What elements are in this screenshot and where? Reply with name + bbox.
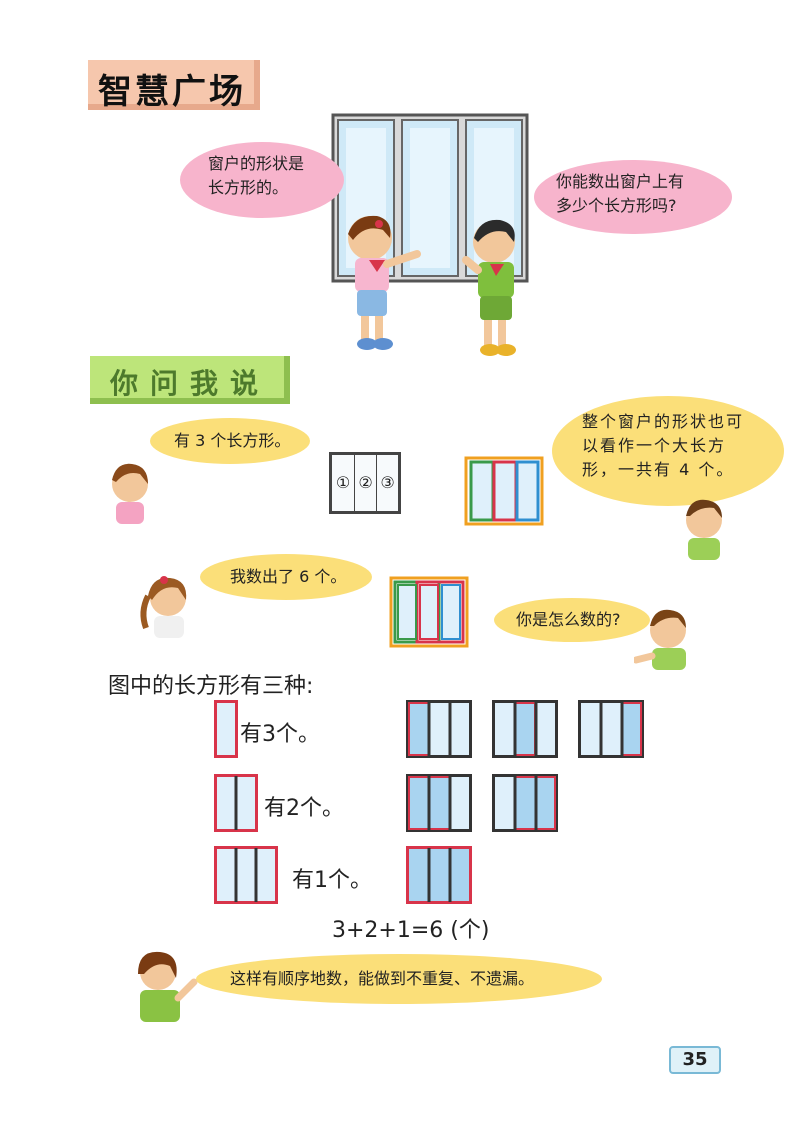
six-rectangle-window [389, 576, 469, 648]
section-title-wisdom-square: 智慧广场 [88, 60, 260, 112]
speech-bubble-four: 整个窗户的形状也可 以看作一个大长方 形，一共有 4 个。 [552, 396, 784, 506]
types-heading: 图中的长方形有三种: [108, 674, 314, 699]
type-row-label-2: 有2个。 [264, 796, 344, 821]
speech-bubble-count-question: 你能数出窗户上有 多少个长方形吗? [534, 160, 732, 234]
teacher-avatar [138, 951, 198, 1022]
bubble-line: 我数出了 6 个。 [230, 567, 347, 586]
girl-avatar-1 [112, 463, 148, 524]
bubble-line: 以看作一个大长方 [582, 436, 727, 455]
speech-bubble-three: 有 3 个长方形。 [150, 418, 310, 464]
shape-single-pane [214, 700, 238, 758]
girl-avatar-2 [140, 576, 187, 638]
speech-bubble-six: 我数出了 6 个。 [200, 554, 372, 600]
boy-avatar-1 [686, 499, 722, 560]
boy-pointing-illustration [462, 219, 516, 356]
example-single-3 [578, 700, 644, 758]
type-row-label-3: 有1个。 [292, 868, 372, 893]
example-double-1 [406, 774, 472, 832]
bubble-line: 多少个长方形吗? [556, 196, 677, 215]
speech-bubble-how: 你是怎么数的? [494, 598, 650, 642]
example-single-1 [406, 700, 472, 758]
page-number: 35 [669, 1046, 721, 1074]
bubble-line: 这样有顺序地数，能做到不重复、不遗漏。 [230, 969, 535, 988]
shape-triple-pane [214, 846, 278, 904]
section-title-text: 智慧广场 [98, 72, 246, 112]
bubble-line: 长方形的。 [208, 178, 289, 197]
bubble-line: 有 3 个长方形。 [174, 431, 291, 450]
shape-double-pane [214, 774, 258, 832]
numbered-window: ① ② ③ [329, 452, 401, 514]
section-title-you-ask-i-say: 你问我说 [90, 356, 290, 404]
window-pane-2: ② [355, 455, 378, 511]
bubble-line: 你是怎么数的? [516, 610, 621, 629]
bubble-line: 窗户的形状是 [208, 154, 305, 173]
example-single-2 [492, 700, 558, 758]
speech-bubble-summary: 这样有顺序地数，能做到不重复、不遗漏。 [196, 954, 602, 1004]
girl-pointing-illustration [348, 215, 421, 350]
bubble-line: 你能数出窗户上有 [556, 172, 685, 191]
bubble-line: 形，一共有 4 个。 [582, 460, 735, 479]
four-rectangle-window [464, 456, 544, 526]
window-pane-3: ③ [377, 455, 398, 511]
bubble-line: 整个窗户的形状也可 [582, 412, 745, 431]
example-triple-1 [406, 846, 472, 904]
example-double-2 [492, 774, 558, 832]
section-title-text: 你问我说 [110, 367, 271, 400]
window-pane-1: ① [332, 455, 356, 511]
equation: 3+2+1=6 (个) [332, 918, 490, 943]
type-row-label-1: 有3个。 [240, 722, 320, 747]
boy-avatar-2 [634, 609, 686, 670]
speech-bubble-window-shape: 窗户的形状是 长方形的。 [180, 142, 344, 218]
